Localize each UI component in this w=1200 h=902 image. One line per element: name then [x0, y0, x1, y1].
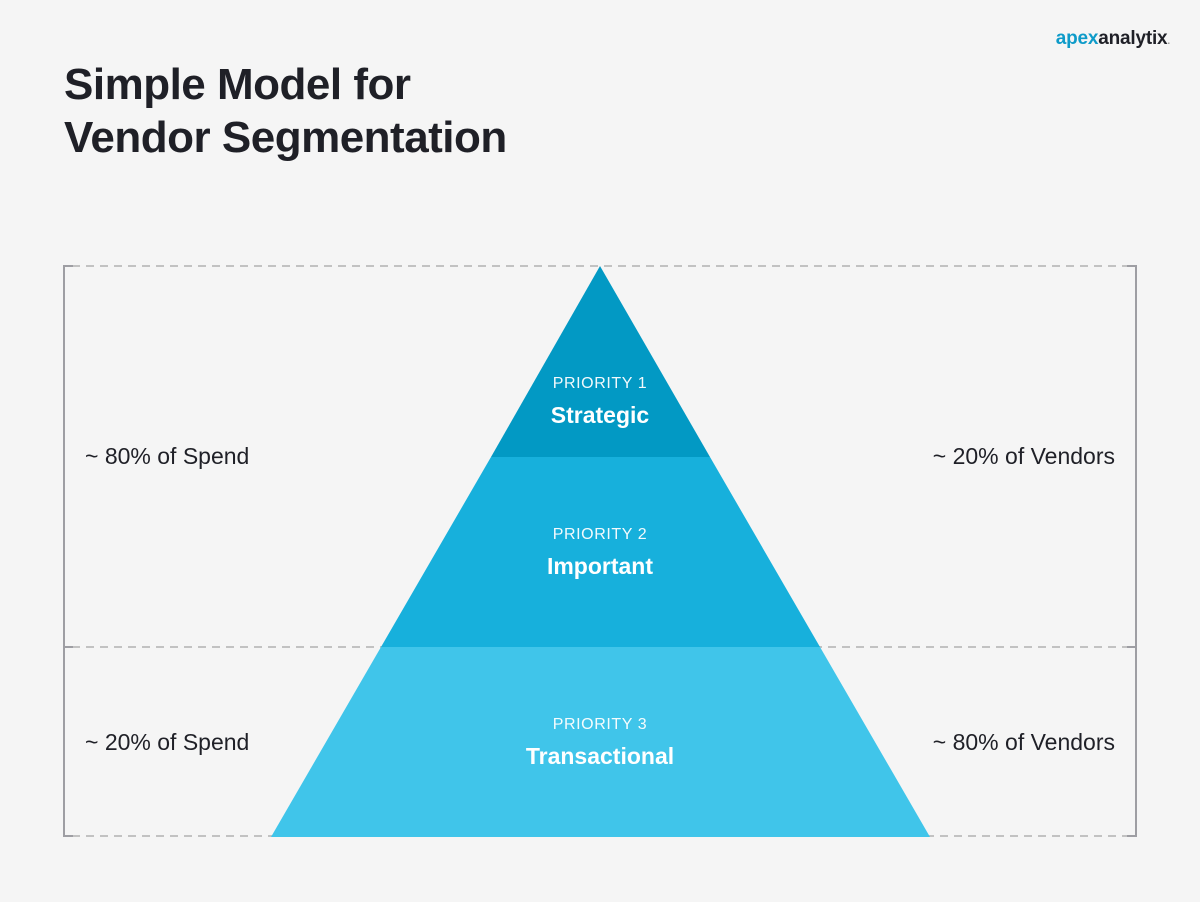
label-bottom-spend: ~ 20% of Spend [85, 729, 250, 755]
page-title-line-1: Simple Model for [64, 60, 411, 109]
page-title: Simple Model for Vendor Segmentation [64, 58, 507, 164]
frame-right-bracket [1127, 265, 1137, 837]
pyramid-tier-1 [491, 266, 710, 457]
label-top-vendors: ~ 20% of Vendors [932, 443, 1115, 469]
tier-2-name: Important [546, 553, 654, 579]
tier-3-priority: PRIORITY 3 [552, 716, 648, 733]
page-title-line-2: Vendor Segmentation [64, 113, 507, 162]
tier-3-label: PRIORITY 3 Transactional [450, 715, 750, 771]
frame-dashed-lines [72, 265, 1128, 837]
frame-left-bracket [63, 265, 73, 837]
tier-1-priority: PRIORITY 1 [552, 375, 648, 392]
label-top-spend: ~ 80% of Spend [85, 443, 250, 469]
pyramid-tier-2 [381, 457, 820, 647]
tier-3-name: Transactional [525, 743, 675, 769]
tier-2-priority: PRIORITY 2 [552, 526, 648, 543]
brand-logo-dot: . [1167, 36, 1170, 47]
tier-1-label: PRIORITY 1 Strategic [450, 374, 750, 430]
label-bottom-vendors: ~ 80% of Vendors [932, 729, 1115, 755]
brand-logo-apex: apex [1055, 28, 1099, 49]
tier-1-name: Strategic [550, 402, 650, 428]
pyramid-tier-3 [271, 647, 930, 837]
tier-2-label: PRIORITY 2 Important [450, 525, 750, 581]
brand-logo-analytix: analytix [1098, 28, 1168, 49]
brand-logo: apexanalytix. [1056, 28, 1170, 50]
frame-solid-lines [63, 265, 1137, 837]
